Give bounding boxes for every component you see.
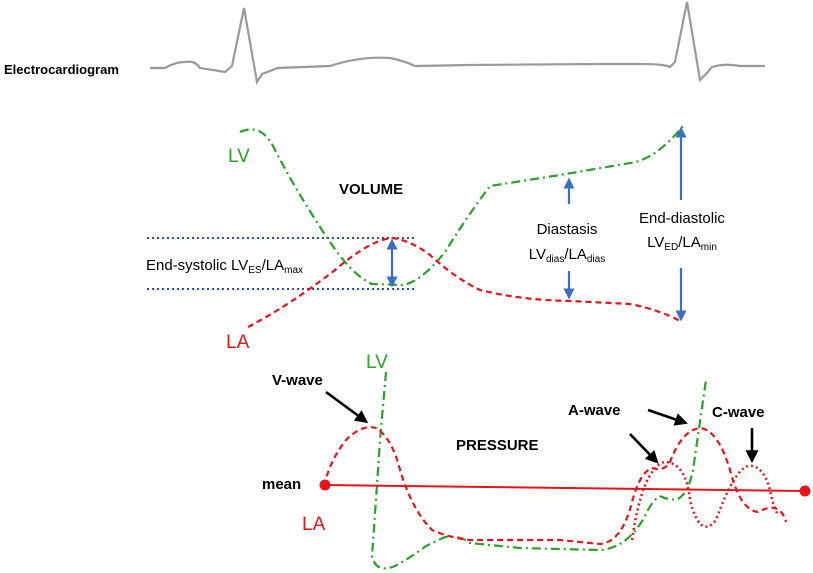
pressure-title: PRESSURE bbox=[456, 437, 539, 454]
pressure-la-label: LA bbox=[302, 514, 326, 535]
volume-lv-curve bbox=[239, 125, 684, 287]
c-wave-label: C-wave bbox=[712, 404, 765, 421]
pressure-la-dotted-curve bbox=[630, 460, 780, 541]
end-diastolic-title: End-diastolic bbox=[639, 210, 725, 227]
ecg-trace bbox=[150, 1, 765, 86]
volume-la-label: LA bbox=[226, 332, 250, 353]
a-wave-arrow-2 bbox=[647, 408, 688, 426]
v-wave-label: V-wave bbox=[272, 372, 323, 389]
pressure-la-curve bbox=[322, 426, 788, 546]
mean-start-dot bbox=[319, 479, 331, 491]
diastasis-formula: LVdias/LAdias bbox=[529, 246, 605, 265]
v-wave-arrow bbox=[325, 390, 369, 424]
end-systolic-label: End-systolic LVES/LAmax bbox=[146, 257, 303, 276]
a-wave-arrow-1 bbox=[629, 433, 659, 464]
pressure-lv-label: LV bbox=[366, 352, 388, 373]
volume-la-curve bbox=[247, 236, 681, 328]
volume-title: VOLUME bbox=[339, 181, 403, 198]
mean-label: mean bbox=[262, 476, 301, 493]
ecg-label: Electrocardiogram bbox=[4, 62, 119, 77]
a-wave-label: A-wave bbox=[568, 402, 621, 419]
diastasis-title: Diastasis bbox=[537, 221, 598, 238]
end-diastolic-formula: LVED/LAmin bbox=[647, 234, 717, 253]
volume-lv-label: LV bbox=[228, 146, 250, 167]
mean-pressure-line bbox=[324, 484, 806, 492]
mean-end-dot bbox=[799, 485, 811, 497]
